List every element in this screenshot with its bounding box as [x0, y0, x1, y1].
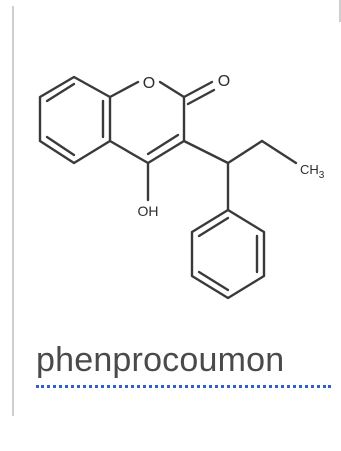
- card-border-right: [339, 0, 341, 22]
- bond-c3-ch: [182, 139, 230, 165]
- methyl-label: CH3: [300, 162, 325, 181]
- bond-o1-c2: [158, 80, 186, 99]
- methyl-subscript: 3: [319, 170, 325, 181]
- bond-c3-c4: [146, 139, 186, 165]
- bond-carbonyl-2: [186, 88, 216, 106]
- hydroxyl-label: OH: [138, 203, 159, 219]
- phenyl-double-bond-2: [197, 270, 230, 292]
- phenyl-ring: [190, 208, 266, 300]
- carbonyl-oxygen-label: O: [218, 73, 230, 90]
- methyl-carbon-text: CH: [300, 162, 319, 177]
- link-underline: [36, 385, 331, 388]
- bond-ch2-ch3: [260, 139, 298, 165]
- bond-c8a-o1: [108, 80, 140, 99]
- card-border-left: [12, 6, 14, 416]
- structural-formula: O O OH CH3: [38, 73, 325, 300]
- benzo-double-bond-3: [45, 82, 76, 103]
- bond-c3-c4-double: [146, 133, 180, 156]
- phenyl-double-bond-3: [197, 216, 230, 238]
- ring-oxygen-label: O: [143, 75, 155, 92]
- benzo-ring: [38, 75, 112, 165]
- bond-c4-c4a: [108, 139, 150, 165]
- bond-ch-ch2: [226, 139, 264, 165]
- molecule-name-link[interactable]: phenprocoumon: [36, 341, 285, 379]
- benzo-double-bond-2: [45, 135, 76, 157]
- bond-carbonyl-1: [182, 80, 214, 99]
